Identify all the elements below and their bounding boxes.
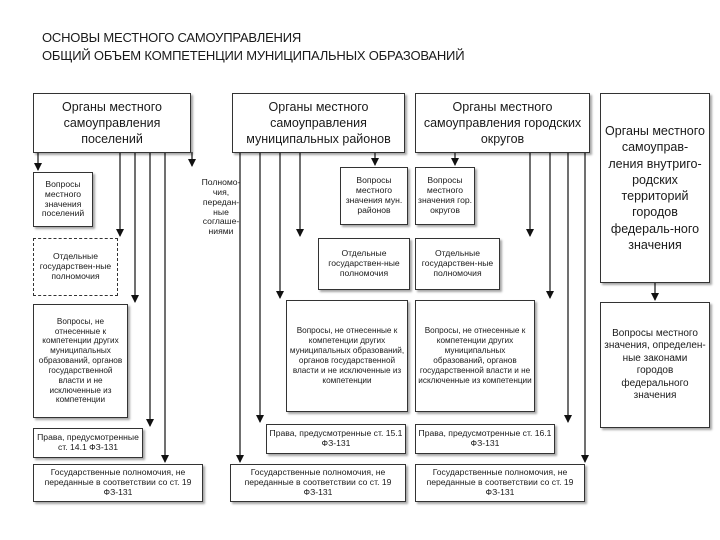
- urban-rights: Права, предусмотренные ст. 16.1 ФЗ-131: [415, 424, 555, 454]
- settlements-state-powers-not-transferred: Государственные полномочия, не переданны…: [33, 464, 203, 502]
- header-districts: Органы местного самоуправления муниципал…: [232, 93, 405, 153]
- districts-local-issues: Вопросы местного значения мун. районов: [340, 167, 408, 225]
- settlements-rights: Права, предусмотренные ст. 14.1 ФЗ-131: [33, 428, 143, 458]
- settlements-local-issues: Вопросы местного значения поселений: [33, 172, 93, 227]
- federal-cities-local-issues: Вопросы местного значения, определен-ные…: [600, 302, 710, 428]
- transferred-powers: Полномо-чия, передан-ные соглаше-ниями: [201, 176, 241, 237]
- urban-local-issues: Вопросы местного значения гор. округов: [415, 167, 475, 225]
- header-federal-cities: Органы местного самоуправ-ления внутриго…: [600, 93, 710, 283]
- districts-state-powers: Отдельные государствен-ные полномочия: [318, 238, 410, 290]
- settlements-other-issues: Вопросы, не отнесенные к компетенции дру…: [33, 304, 128, 418]
- districts-other-issues: Вопросы, не отнесенные к компетенции дру…: [286, 300, 408, 412]
- urban-state-powers: Отдельные государствен-ные полномочия: [415, 238, 500, 290]
- urban-other-issues: Вопросы, не отнесенные к компетенции дру…: [415, 300, 535, 412]
- title-line-1: ОСНОВЫ МЕСТНОГО САМОУПРАВЛЕНИЯ: [42, 30, 302, 45]
- districts-state-powers-not-transferred: Государственные полномочия, не переданны…: [230, 464, 406, 502]
- header-settlements: Органы местного самоуправления поселений: [33, 93, 191, 153]
- districts-rights: Права, предусмотренные ст. 15.1 ФЗ-131: [266, 424, 406, 454]
- title-line-2: ОБЩИЙ ОБЪЕМ КОМПЕТЕНЦИИ МУНИЦИПАЛЬНЫХ ОБ…: [42, 48, 465, 63]
- header-urban: Органы местного самоуправления городских…: [415, 93, 590, 153]
- urban-state-powers-not-transferred: Государственные полномочия, не переданны…: [415, 464, 585, 502]
- settlements-state-powers: Отдельные государствен-ные полномочия: [33, 238, 118, 296]
